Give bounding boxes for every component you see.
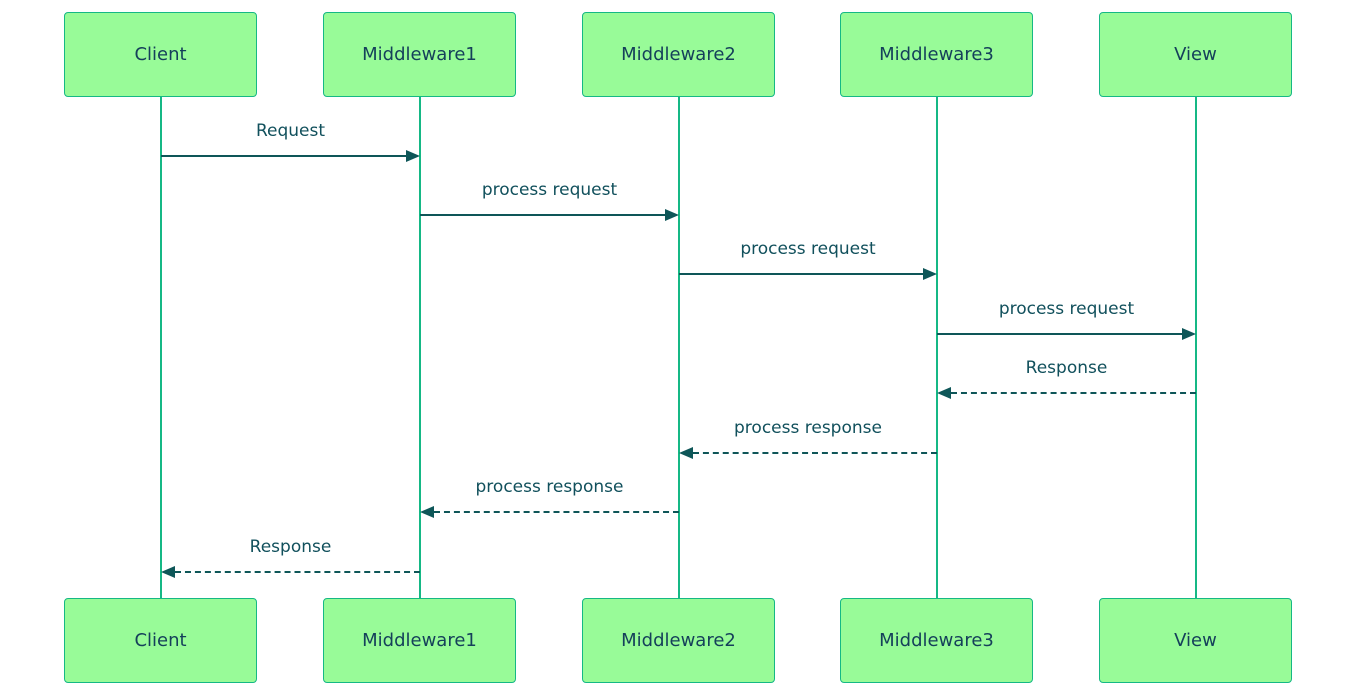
- message-2-label: process request: [481, 180, 618, 200]
- actor-label: View: [1174, 44, 1217, 65]
- message-5-label: Response: [1025, 358, 1108, 378]
- lifeline-view: [1195, 97, 1197, 598]
- message-7-label: process response: [475, 477, 624, 497]
- message-4-label: process request: [998, 299, 1135, 319]
- message-8-line: [175, 571, 420, 573]
- arrow-left-icon: [161, 566, 175, 578]
- message-3-label: process request: [740, 239, 876, 259]
- message-8-label: Response: [249, 537, 332, 557]
- arrow-left-icon: [937, 387, 951, 399]
- message-7-line: [434, 511, 679, 513]
- lifeline-middleware2: [678, 97, 680, 598]
- actor-bottom-middleware3: Middleware3: [840, 598, 1033, 683]
- actor-label: Middleware2: [621, 44, 736, 65]
- actor-label: Middleware2: [621, 630, 736, 651]
- lifeline-middleware3: [936, 97, 938, 598]
- actor-label: Middleware3: [879, 630, 994, 651]
- message-1-label: Request: [255, 121, 326, 141]
- actor-label: Middleware1: [362, 630, 477, 651]
- lifeline-middleware1: [419, 97, 421, 598]
- message-4-line: [937, 333, 1182, 335]
- message-5-line: [951, 392, 1196, 394]
- actor-bottom-client: Client: [64, 598, 257, 683]
- message-3-line: [679, 273, 923, 275]
- message-6-line: [693, 452, 937, 454]
- actor-top-middleware1: Middleware1: [323, 12, 516, 97]
- actor-label: Client: [134, 630, 187, 651]
- actor-bottom-view: View: [1099, 598, 1292, 683]
- actor-label: Client: [134, 44, 187, 65]
- actor-label: Middleware3: [879, 44, 994, 65]
- arrow-right-icon: [665, 209, 679, 221]
- arrow-right-icon: [923, 268, 937, 280]
- arrow-left-icon: [420, 506, 434, 518]
- actor-top-view: View: [1099, 12, 1292, 97]
- actor-top-client: Client: [64, 12, 257, 97]
- message-1-line: [161, 155, 406, 157]
- actor-bottom-middleware1: Middleware1: [323, 598, 516, 683]
- actor-top-middleware3: Middleware3: [840, 12, 1033, 97]
- actor-label: View: [1174, 630, 1217, 651]
- actor-bottom-middleware2: Middleware2: [582, 598, 775, 683]
- lifeline-client: [160, 97, 162, 598]
- arrow-right-icon: [1182, 328, 1196, 340]
- message-6-label: process response: [734, 418, 882, 438]
- arrow-left-icon: [679, 447, 693, 459]
- actor-top-middleware2: Middleware2: [582, 12, 775, 97]
- message-2-line: [420, 214, 665, 216]
- actor-label: Middleware1: [362, 44, 477, 65]
- arrow-right-icon: [406, 150, 420, 162]
